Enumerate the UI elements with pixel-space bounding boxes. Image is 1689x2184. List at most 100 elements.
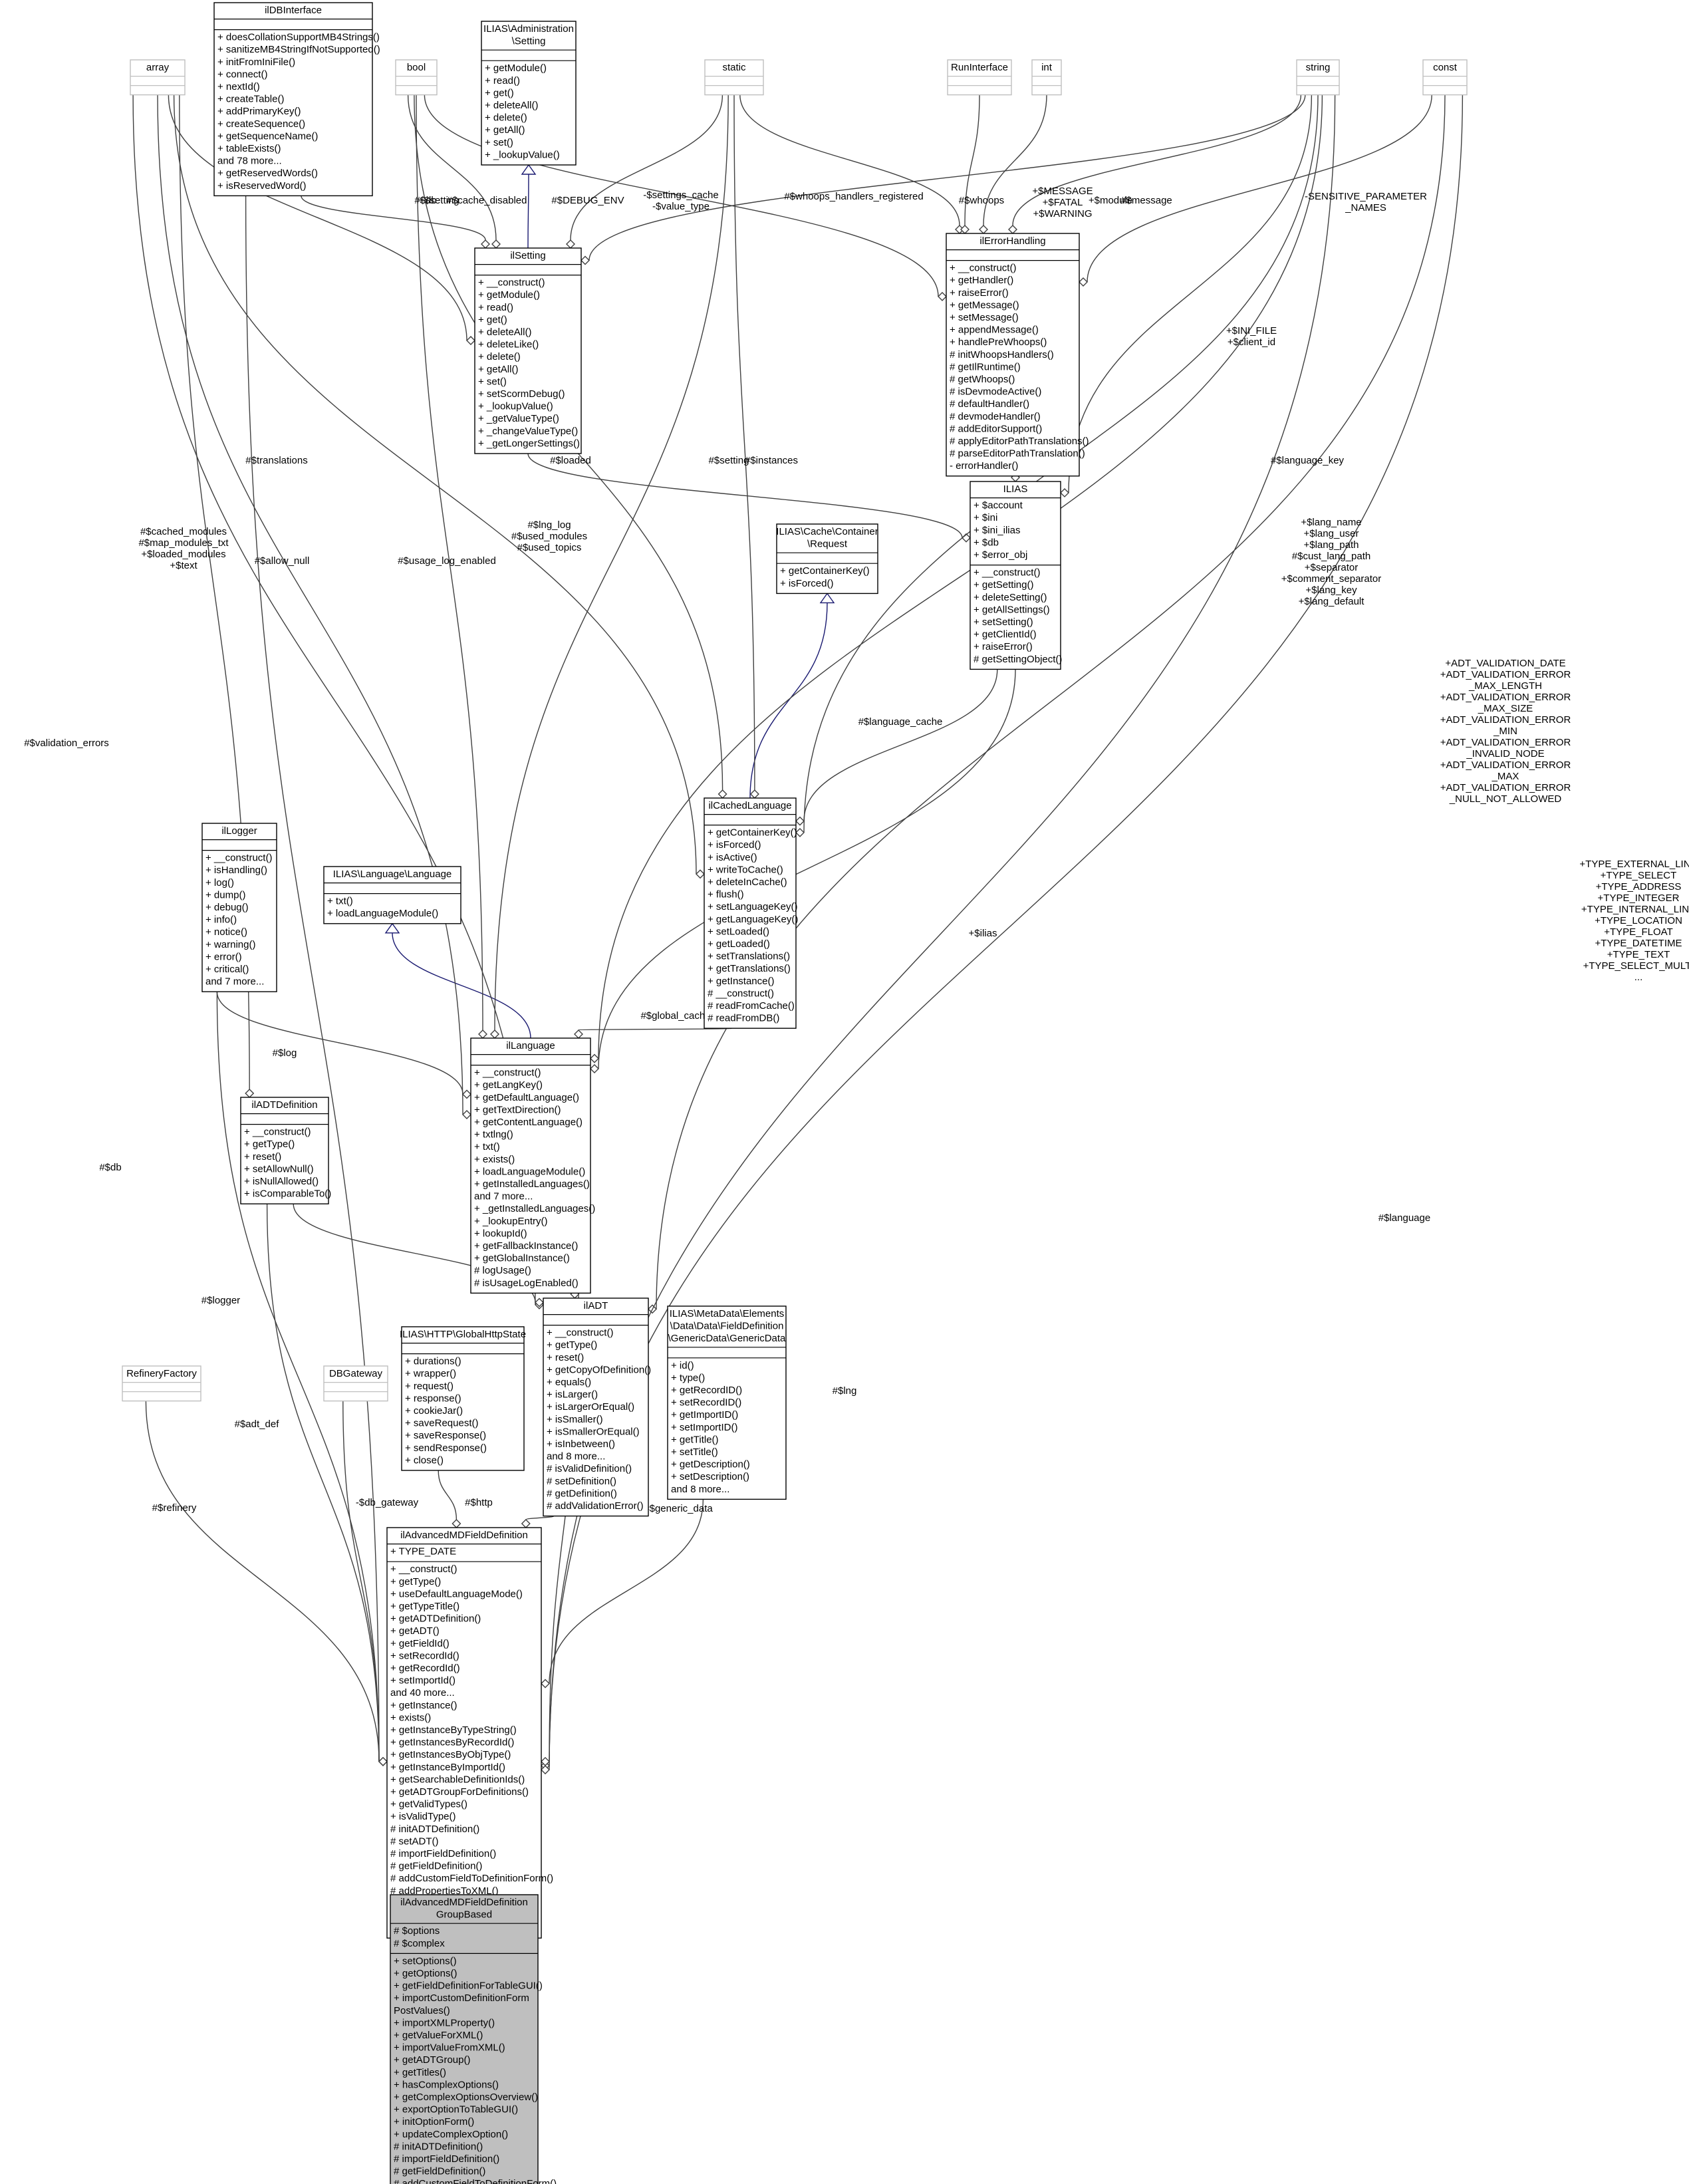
class-box-ilDBInterface[interactable]: ilDBInterface+ doesCollationSupportMB4St… [213,2,380,197]
class-box-frame [970,481,1061,670]
class-method: + close() [405,1454,444,1466]
class-box-ilCachedLanguage[interactable]: ilCachedLanguage+ getContainerKey()+ isF… [704,797,798,1029]
edge-line [216,992,463,1095]
class-method: + getLanguageKey() [708,914,798,925]
edge-label-line: #$setting [709,455,749,466]
class-method: + __construct() [390,1564,457,1575]
class-box-frame [323,866,461,924]
class-attribute: + $account [974,500,1023,511]
class-box-ilSetting[interactable]: ilSetting+ __construct()+ getModule()+ r… [474,247,582,454]
class-method: # setADT() [390,1836,439,1847]
class-box-LanguageIface[interactable]: ILIAS\Language\Language+ txt()+ loadLang… [323,866,461,924]
edge-line [527,453,963,538]
aggregation-diamond [490,1029,499,1039]
class-method: + _getInstalledLanguages() [474,1203,595,1214]
edge-label-l_validation_errors: #$validation_errors [24,738,109,749]
class-method: + __construct() [974,567,1040,579]
class-box-frame [390,1894,539,2184]
class-method: + reset() [547,1352,584,1363]
class-box-bool[interactable]: bool [395,59,438,96]
class-box-ilLogger[interactable]: ilLogger+ __construct()+ isHandling()+ l… [201,823,277,992]
class-method: + _getLongerSettings() [478,438,580,449]
class-method: + exportOptionToTableGUI() [394,2104,518,2116]
class-method: + _lookupEntry() [474,1216,547,1227]
class-method: + addPrimaryKey() [217,106,301,117]
class-title: ILIAS [1003,483,1028,495]
class-method: + getTypeTitle() [390,1601,459,1612]
class-method: + setRecordId() [390,1650,459,1661]
edge-label-line: #$generic_data [644,1503,713,1514]
class-box-CacheRequest[interactable]: ILIAS\Cache\Container\Request+ getContai… [776,523,878,595]
class-method: + setLanguageKey() [708,901,798,912]
edge-label-l_setting2: #$setting [709,455,749,466]
edge-line [1068,94,1313,493]
class-box-frame [130,59,186,96]
class-box-ilAdvancedMDFieldDefinition[interactable]: ilAdvancedMDFieldDefinition+ TYPE_DATE+ … [386,1527,553,1939]
class-method: + getADTDefinition() [390,1613,481,1625]
class-box-const[interactable]: const [1422,59,1468,96]
class-box-DBGateway[interactable]: DBGateway [323,1365,388,1402]
aggregation-diamond [590,1064,599,1073]
class-box-ILIAS[interactable]: ILIAS+ $account+ $ini+ $ini_ilias+ $db+ … [970,481,1062,670]
class-method: # addValidationError() [547,1500,644,1512]
class-box-GenericData[interactable]: ILIAS\MetaData\Elements\Data\Data\FieldD… [667,1305,787,1500]
class-method: + hasComplexOptions() [394,2079,499,2090]
class-box-ilErrorHandling[interactable]: ilErrorHandling+ __construct()+ getHandl… [946,233,1089,477]
aggregation-diamond [795,827,805,837]
class-method: and 40 more... [390,1687,455,1699]
class-box-ilAdminSetting[interactable]: ILIAS\Administration\Setting+ getModule(… [481,21,577,166]
class-box-ilLanguage[interactable]: ilLanguage+ __construct()+ getLangKey()+… [470,1037,595,1294]
edge-line [424,94,939,297]
class-box-frame [323,1365,388,1402]
class-method: + _getValueType() [478,413,559,424]
edge-line [342,1401,380,1762]
class-title: \Data\Data\FieldDefinition [670,1321,784,1332]
class-method: + txt() [327,896,353,907]
class-method: + sendResponse() [405,1442,487,1454]
edge-label-line: #$refinery [152,1502,197,1514]
class-title: int [1041,62,1053,73]
class-method: # getFieldDefinition() [390,1861,482,1872]
class-box-ilADT[interactable]: ilADT+ __construct()+ getType()+ reset()… [543,1297,651,1517]
class-box-frame [704,797,797,1029]
edge-label-line: +$comment_separator [1281,573,1382,585]
edge-label-line: _INVALID_NODE [1466,748,1544,759]
aggregation-diamond [749,789,759,799]
edge-line [145,1401,380,1762]
class-method: # getDefinition() [547,1488,617,1499]
class-method: - errorHandler() [950,460,1018,472]
class-box-static[interactable]: static [704,59,764,96]
class-box-frame [776,523,878,595]
edge-label-l_adt_consts: +ADT_VALIDATION_DATE+ADT_VALIDATION_ERRO… [1440,658,1571,805]
class-box-GlobalHttpState[interactable]: ILIAS\HTTP\GlobalHttpState+ durations()+… [400,1326,526,1471]
class-method: + _lookupValue() [485,149,560,160]
edge-label-line: #$language_cache [858,716,943,728]
class-method: + raiseError() [974,641,1033,652]
class-box-string[interactable]: string [1296,59,1340,96]
class-method: + getSearchableDefinitionIds() [390,1774,525,1785]
class-method: + deleteSetting() [974,592,1047,603]
class-method: + __construct() [205,853,272,864]
class-box-array[interactable]: array [130,59,186,96]
edge-label-l_translations: #$translations [245,455,307,466]
aggregation-diamond [574,1029,583,1039]
class-box-RunInterface[interactable]: RunInterface [947,59,1012,96]
class-method: and 8 more... [547,1451,605,1462]
class-method: # setDefinition() [547,1476,616,1487]
class-box-RefineryFactory[interactable]: RefineryFactory [122,1365,201,1402]
aggregation-diamond [717,789,727,799]
class-method: + flush() [708,889,744,900]
edge-label-l_whoops_handlers: #$whoops_handlers_registered [784,191,923,202]
class-box-ilADTDefinition[interactable]: ilADTDefinition+ __construct()+ getType(… [240,1097,331,1204]
class-title: ilADT [584,1300,608,1311]
class-method: + isValidType() [390,1811,456,1822]
class-box-frame [213,2,373,197]
aggregation-diamond [491,239,501,249]
class-method: + tableExists() [217,143,281,154]
edge-label-l_cached_modules: #$cached_modules#$map_modules_txt+$loade… [138,526,229,571]
class-box-int[interactable]: int [1031,59,1062,96]
edge-label-line: +$setting [418,195,459,206]
class-method: + getModule() [485,63,547,74]
aggregation-diamond [1008,225,1017,234]
